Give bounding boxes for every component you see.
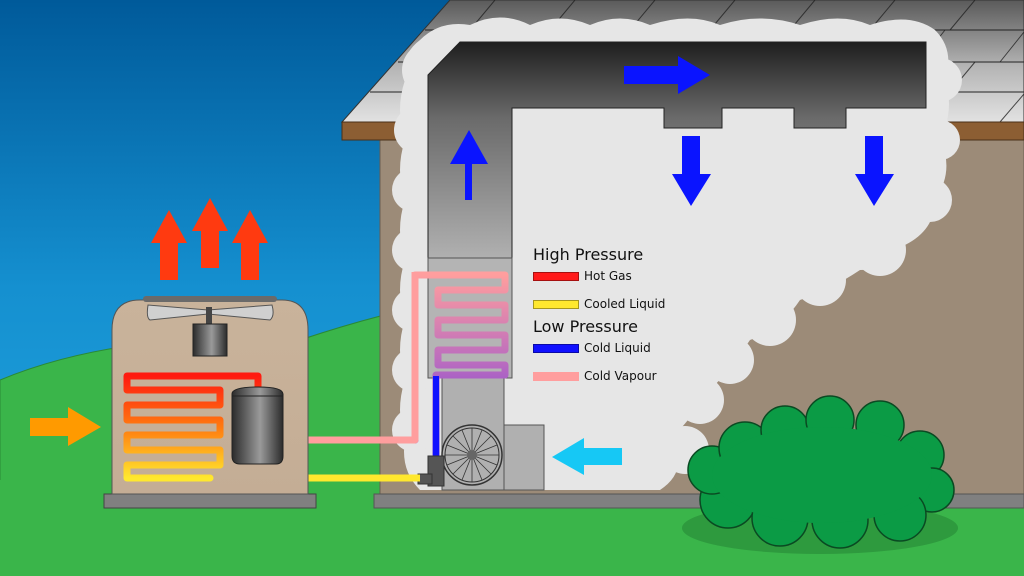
legend-label: Cooled Liquid	[584, 297, 666, 311]
fan-guard	[143, 296, 277, 302]
blower-fan	[441, 424, 503, 486]
legend-item-cold-liquid: Cold Liquid	[533, 337, 665, 359]
legend-heading-high-pressure: High Pressure	[533, 245, 644, 264]
hot-air-arrow-3	[232, 210, 268, 280]
airflow-down-arrow-2	[855, 136, 894, 206]
legend-item-cooled-liquid: Cooled Liquid	[533, 293, 665, 315]
supply-duct	[427, 41, 927, 259]
intake-air-arrow	[30, 407, 101, 446]
blower-return-box	[503, 424, 545, 491]
hot-air-arrow-2	[192, 198, 228, 268]
expansion-valve	[417, 455, 445, 487]
legend-item-cold-vapour: Cold Vapour	[533, 365, 665, 387]
hot-air-arrow-1	[151, 210, 187, 280]
shrub	[682, 395, 958, 554]
compressor	[231, 386, 284, 465]
legend: High Pressure Hot Gas Cooled Liquid Low …	[533, 245, 665, 387]
evaporator-coil	[411, 271, 509, 459]
legend-heading-low-pressure: Low Pressure	[533, 317, 638, 336]
legend-label: Cold Vapour	[584, 369, 657, 383]
legend-label: Hot Gas	[584, 269, 632, 283]
airflow-down-arrow-1	[672, 136, 711, 206]
legend-item-hot-gas: Hot Gas	[533, 265, 665, 287]
airflow-right-arrow	[624, 56, 710, 94]
cold-liquid-swatch	[533, 343, 579, 353]
cold-vapour-line	[282, 272, 419, 444]
return-air-arrow	[552, 438, 622, 475]
cooled-liquid-swatch	[533, 299, 579, 309]
fan-motor	[192, 323, 228, 357]
hot-gas-swatch	[533, 271, 579, 281]
legend-label: Cold Liquid	[584, 341, 651, 355]
fan-shaft	[206, 307, 212, 327]
condenser-pad	[103, 493, 317, 509]
cold-vapour-swatch	[533, 371, 579, 381]
condenser-coil	[123, 372, 262, 482]
airflow-up-arrow	[450, 130, 488, 200]
